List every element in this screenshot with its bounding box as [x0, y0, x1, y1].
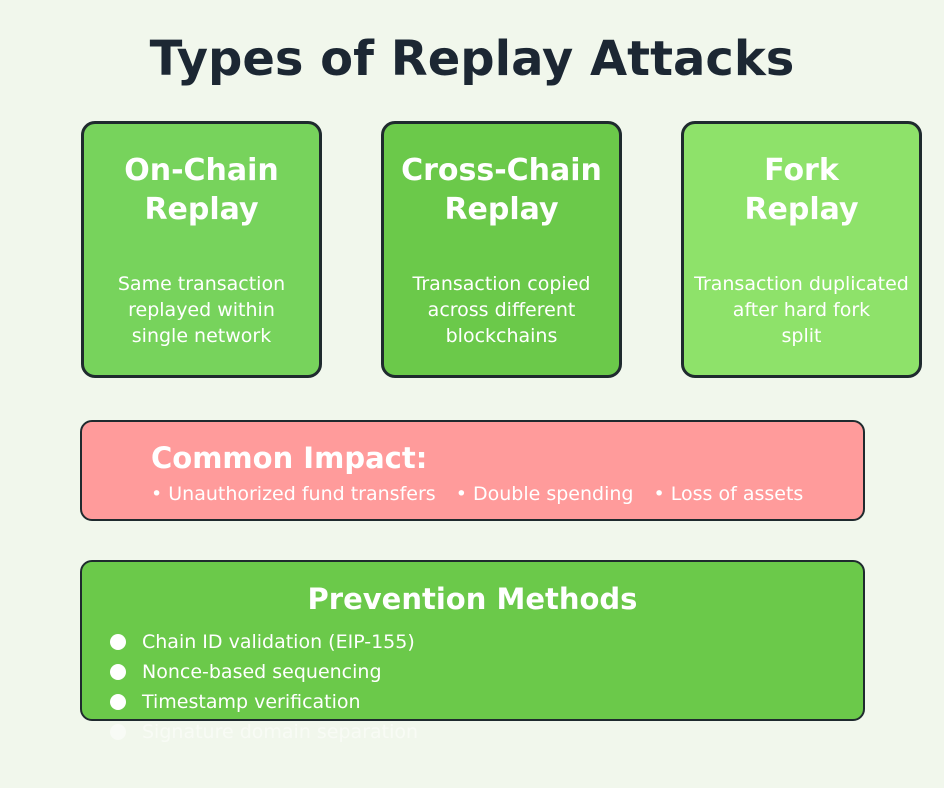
- card-description: Transaction duplicated after hard fork s…: [684, 271, 919, 349]
- card-title: Cross-Chain Replay: [384, 151, 619, 229]
- card-description-line: Transaction copied: [412, 273, 591, 295]
- card-description-line: Same transaction: [117, 273, 286, 295]
- card-description-line: Transaction duplicated: [694, 273, 909, 295]
- card-title: Fork Replay: [684, 151, 919, 229]
- prevention-item-label: Timestamp verification: [142, 691, 361, 713]
- card-on-chain-replay: On-Chain Replay Same transaction replaye…: [81, 121, 322, 378]
- impact-item: • Double spending: [455, 483, 634, 505]
- card-description: Transaction copied across different bloc…: [384, 271, 619, 349]
- prevention-item-label: Chain ID validation (EIP-155): [142, 631, 415, 653]
- card-description-line: replayed within: [128, 299, 275, 321]
- card-title-line: Fork: [764, 153, 839, 188]
- impact-item: • Unauthorized fund transfers: [151, 483, 436, 505]
- prevention-item: Signature domain separation: [110, 720, 418, 744]
- card-description-line: split: [781, 325, 822, 347]
- card-title: On-Chain Replay: [84, 151, 319, 229]
- card-description: Same transaction replayed within single …: [84, 271, 319, 349]
- prevention-item: Nonce-based sequencing: [110, 660, 382, 684]
- card-title-line: Cross-Chain: [401, 153, 602, 188]
- card-description-line: across different: [427, 299, 576, 321]
- card-description-line: after hard fork: [732, 299, 871, 321]
- bullet-icon: [110, 634, 126, 650]
- bullet-icon: [110, 664, 126, 680]
- card-title-line: On-Chain: [124, 153, 279, 188]
- card-title-line: Replay: [144, 192, 259, 227]
- prevention-title: Prevention Methods: [307, 582, 638, 616]
- bullet-icon: [110, 724, 126, 740]
- prevention-item-label: Signature domain separation: [142, 721, 419, 743]
- card-title-line: Replay: [444, 192, 559, 227]
- impact-item: • Loss of assets: [653, 483, 804, 505]
- card-fork-replay: Fork Replay Transaction duplicated after…: [681, 121, 922, 378]
- prevention-item-label: Nonce-based sequencing: [142, 661, 382, 683]
- prevention-item: Chain ID validation (EIP-155): [110, 630, 415, 654]
- impact-title: Common Impact:: [151, 441, 428, 475]
- prevention-methods-box: Prevention Methods Chain ID validation (…: [80, 560, 865, 743]
- card-description-line: single network: [131, 325, 272, 347]
- common-impact-box: Common Impact: • Unauthorized fund trans…: [80, 420, 865, 521]
- bullet-icon: [110, 694, 126, 710]
- page-title: Types of Replay Attacks: [149, 31, 795, 87]
- card-description-line: blockchains: [445, 325, 558, 347]
- impact-items: • Unauthorized fund transfers • Double s…: [151, 482, 817, 506]
- card-cross-chain-replay: Cross-Chain Replay Transaction copied ac…: [381, 121, 622, 378]
- card-title-line: Replay: [744, 192, 859, 227]
- prevention-item: Timestamp verification: [110, 690, 361, 714]
